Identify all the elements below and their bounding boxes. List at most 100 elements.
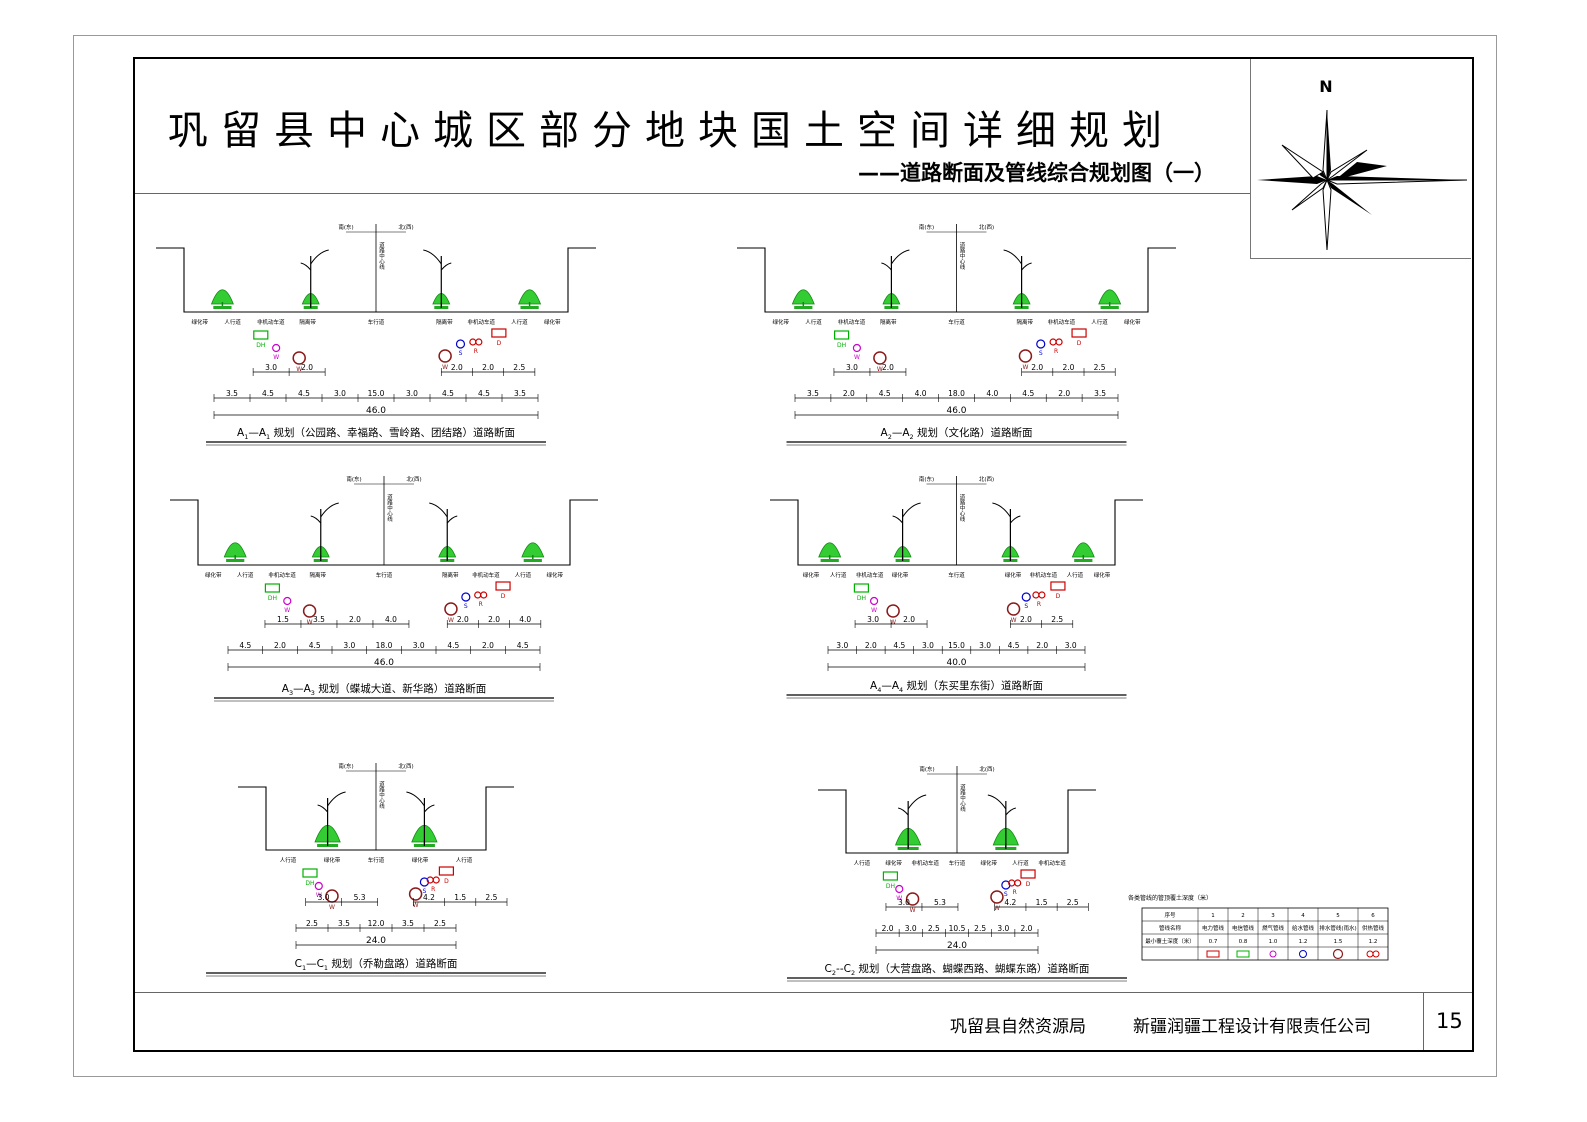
caption-part: 2 [851,969,855,977]
pipe-code-label: W [296,366,302,373]
dimension-label: 2.5 [974,924,986,933]
pipe-w-icon: W [283,596,292,614]
street-lamp-icon [898,794,927,849]
zone-label: 非机动车道 [1048,318,1076,326]
zone-label: 非机动车道 [856,571,884,579]
table-cell: 1.2 [1299,939,1308,945]
caption-part: 规划（大营盘路、蝴蝶西路、蝴蝶东路）道路断面 [855,962,1089,975]
caption-part: C [295,958,302,970]
dimension-label: 18.0 [948,389,965,398]
dimension-label: 2.0 [1062,363,1074,372]
table-symbol-icon [1299,950,1307,958]
pipe-code-label: D [501,593,506,600]
pipe-code-label: W [273,354,279,361]
table-cell: 3 [1271,913,1275,919]
pipe-code-label: W [329,904,335,911]
dimension-label: 2.0 [488,615,500,624]
total-width-label: 24.0 [366,936,386,946]
caption-part: 规划（乔勒盘路）道路断面 [328,957,457,970]
pipe-code-label: DH [857,595,866,602]
street-lamp-icon [987,794,1016,849]
table-cell: 0.8 [1239,939,1248,945]
tree-icon [521,542,545,562]
zone-label: 非机动车道 [268,571,296,579]
pipe-code-label: R [1013,889,1017,896]
caption-part: A [237,427,245,439]
section-caption: C2--C2 规划（大营盘路、蝴蝶西路、蝴蝶东路）道路断面 [825,962,1090,977]
section-caption: A4—A4 规划（东买里东街）道路断面 [870,679,1043,694]
table-cell: 最小覆土深度（米） [1145,937,1195,945]
pipe-d-icon: D [491,328,507,347]
dimension-label: 2.0 [482,641,494,650]
pipe-code-label: S [1004,891,1008,898]
caption-part: —A [248,427,267,439]
dimension-label: 3.5 [514,389,526,398]
pipe-depth-table: 各类管线的管顶覆土深度（米）序号管线名称最小覆土深度（米）1电力管线0.72电信… [1128,894,1389,961]
pipe-code-label: W [442,364,448,371]
center-line-label: 道路中心线 [378,780,385,809]
caption-part: --C [836,963,851,975]
pipe-code-label: S [1024,603,1028,610]
total-width-label: 24.0 [947,941,967,951]
dimension-label: 3.0 [898,898,910,907]
dimension-label: 2.0 [349,615,361,624]
dimension-label: 4.5 [1022,389,1034,398]
pipe-code-label: D [444,878,449,885]
pipe-r-icon: R [1049,338,1063,355]
street-lamp-icon [300,249,329,308]
dimension-label: 2.5 [434,919,446,928]
dimension-label: 3.0 [979,641,991,650]
pipe-r-icon: R [474,591,488,608]
caption-part: 规划（文化路）道路断面 [914,426,1033,439]
dimension-label: 2.0 [301,363,313,372]
cross-section-3: 南(东)北(西)道路中心线绿化带人行道非机动车道隔离带车行道隔离带非机动车道人行… [170,475,598,702]
pipe-dh-icon: DH [833,330,850,349]
total-width-label: 40.0 [946,658,966,668]
pipe-dh-icon: DH [302,868,318,887]
pipe-code-label: W [284,607,290,614]
pipe-code-label: D [497,340,502,347]
dimension-label: 2.0 [482,363,494,372]
pipe-drain-icon: W [438,349,452,371]
pipe-code-label: S [1039,350,1043,357]
direction-label-left: 南(东) [346,475,361,483]
street-lamp-icon [892,502,921,561]
pipe-r-icon: R [469,338,483,355]
table-cell: 6 [1371,913,1375,919]
zone-label: 人行道 [237,571,254,579]
section-caption: A3—A3 规划（蝶城大道、新华路）道路断面 [282,682,487,697]
dimension-label: 3.0 [265,363,277,372]
caption-part: 1 [244,433,248,441]
pipe-s-icon: S [1021,592,1031,610]
table-cell: 0.7 [1209,939,1218,945]
pipe-code-label: W [871,607,877,614]
zone-label: 绿化带 [803,571,820,579]
table-cell: 管线名称 [1159,924,1182,932]
pipe-code-label: W [413,902,419,909]
caption-part: A [870,680,878,692]
pipe-drain-icon: W [408,887,423,909]
table-cell: 1.0 [1269,939,1278,945]
caption-part: C [825,963,832,975]
footer-company: 新疆润疆工程设计有限责任公司 [1133,1017,1371,1037]
pipe-drain-icon: W [886,604,900,626]
street-lamp-icon [429,502,458,561]
dimension-label: 4.5 [298,389,310,398]
caption-part: 1 [266,433,270,441]
direction-label-left: 南(东) [338,223,353,231]
dimension-label: 2.5 [485,893,497,902]
tree-icon [210,289,234,309]
table-cell: 电力管线 [1202,924,1225,932]
direction-label-left: 南(东) [919,765,934,773]
outer-border [73,35,1497,1077]
page-subtitle: ——道路断面及管线综合规划图（一） [858,161,1215,185]
zone-label: 人行道 [1067,571,1084,579]
zone-label: 绿化带 [546,571,563,579]
table-cell: 5 [1336,913,1340,919]
zone-label: 隔离带 [1016,318,1033,326]
